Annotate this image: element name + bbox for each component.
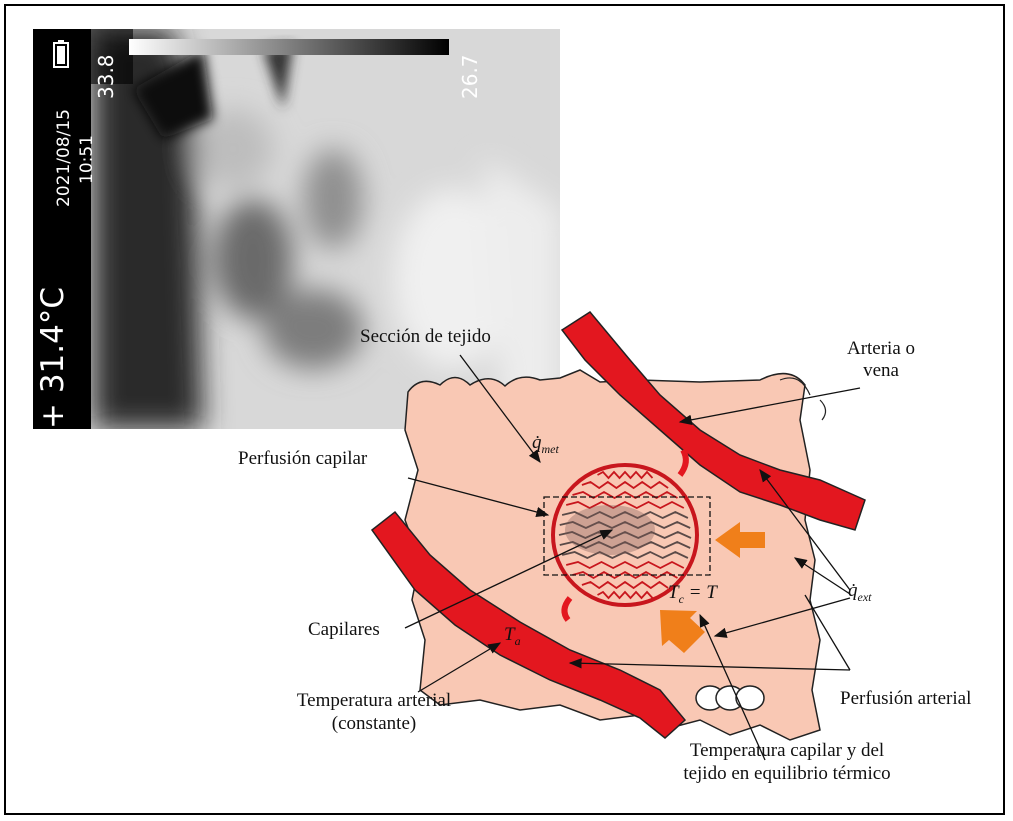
symbol-tc-equals-t: Tc = T <box>668 582 717 607</box>
label-artery-line1: Arteria o <box>826 338 936 360</box>
label-arterial-perfusion: Perfusión arterial <box>840 688 971 710</box>
symbol-q-met: q̇met <box>532 432 559 457</box>
symbol-q-ext: q̇ext <box>848 580 872 605</box>
vessel-cross-sections <box>696 686 764 710</box>
label-tissue-section: Sección de tejido <box>360 326 491 348</box>
label-arterial-temp-line2: (constante) <box>274 713 474 735</box>
label-capillary-temp-line1: Temperatura capilar y del <box>632 740 942 762</box>
label-capillaries: Capilares <box>308 619 380 641</box>
label-capillary-temp-line2: tejido en equilibrio térmico <box>632 763 942 785</box>
label-capillary-perfusion: Perfusión capilar <box>238 448 367 470</box>
symbol-t-a: Ta <box>504 624 521 649</box>
label-arterial-temp-line1: Temperatura arterial <box>274 690 474 712</box>
label-artery-line2: vena <box>826 360 936 382</box>
